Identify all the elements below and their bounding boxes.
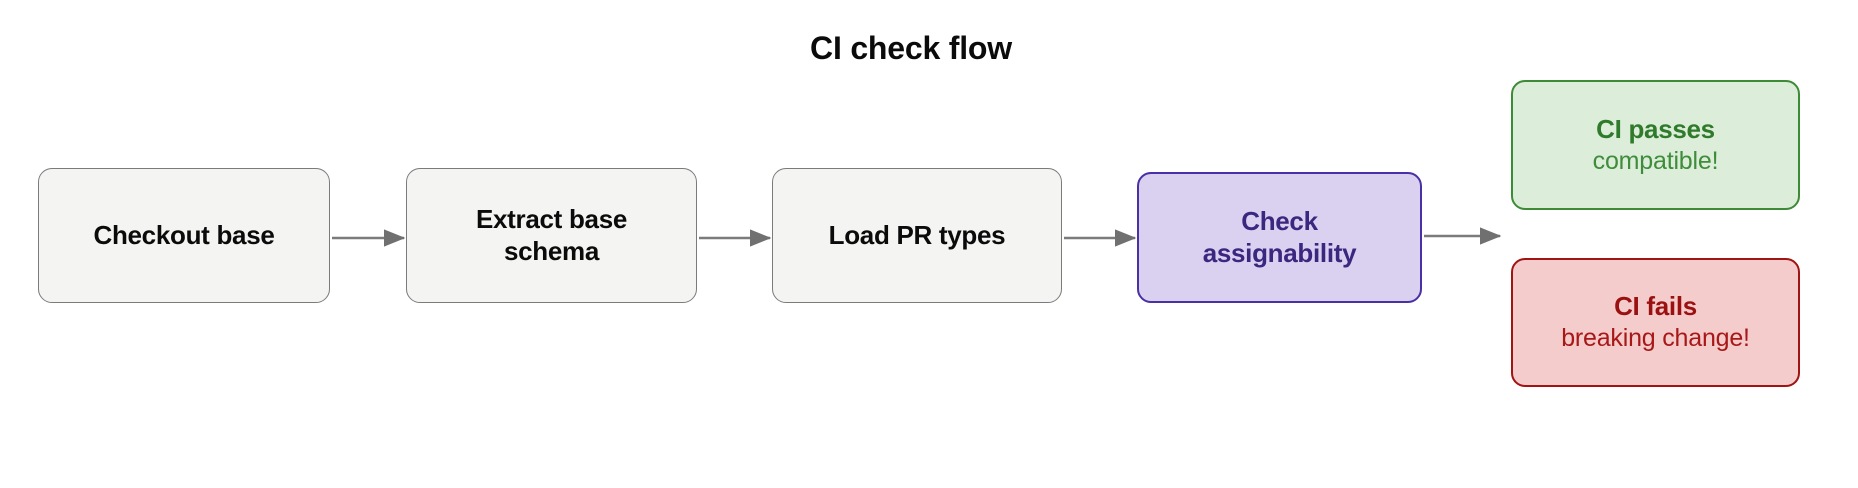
node-label: Extract base	[475, 203, 628, 234]
node-sublabel: compatible!	[1592, 146, 1719, 175]
node-label: Check	[1241, 205, 1318, 236]
node-sublabel: assignability	[1202, 237, 1357, 268]
node-checkout-base[interactable]: Checkout base	[38, 168, 330, 303]
node-label: CI passes	[1596, 113, 1715, 144]
node-sublabel: breaking change!	[1561, 324, 1750, 353]
node-sublabel: schema	[503, 235, 600, 266]
node-label: Checkout base	[93, 219, 275, 250]
node-load-pr-types[interactable]: Load PR types	[772, 168, 1062, 303]
page-title: CI check flow	[810, 30, 1012, 66]
node-label: CI fails	[1614, 291, 1697, 322]
node-label: Load PR types	[828, 219, 1006, 250]
